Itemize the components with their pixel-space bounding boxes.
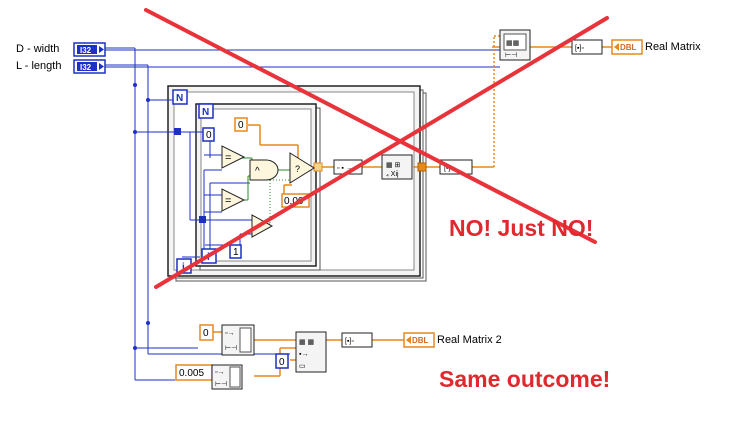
svg-text:0: 0 — [238, 120, 244, 131]
reshape-node[interactable]: ▦ ⊞ ₄ Xij — [381, 154, 413, 180]
svg-text:N: N — [176, 93, 183, 104]
same-outcome-annotation: Same outcome! — [439, 366, 611, 392]
matrix-convert-node[interactable]: [▪]▫ — [571, 39, 603, 55]
svg-text:▫ ▪ →: ▫ ▪ → — [337, 165, 353, 172]
select-node[interactable]: ? — [289, 152, 315, 184]
svg-text:▫→: ▫→ — [225, 330, 234, 337]
svg-text:⊢⊣: ⊢⊣ — [225, 345, 237, 352]
svg-text:=: = — [225, 152, 231, 164]
and-node[interactable]: ^ — [249, 159, 279, 181]
svg-text:0: 0 — [206, 130, 212, 141]
svg-text:▦▦: ▦▦ — [506, 40, 519, 47]
equal-node[interactable]: = — [221, 188, 246, 212]
svg-text:▦ ▦: ▦ ▦ — [299, 339, 314, 346]
svg-text:▦ ⊞: ▦ ⊞ — [386, 162, 401, 169]
wire-junctions — [133, 83, 150, 350]
matrix-convert-node[interactable]: ▦▦ ⊢⊣ — [499, 29, 531, 61]
dbl-constant-zero[interactable]: 0 — [234, 117, 248, 132]
red-cross-mark — [144, 8, 609, 289]
svg-text:⊢⊣: ⊢⊣ — [215, 381, 227, 388]
i32-type-label: I32 — [80, 63, 92, 72]
width-control-label: D - width — [16, 43, 60, 55]
svg-text:₄ Xij: ₄ Xij — [386, 171, 399, 178]
svg-text:▭: ▭ — [299, 363, 306, 370]
matrix-indicator-terminal[interactable]: DBL — [611, 39, 643, 55]
svg-text:[▪]▫: [▪]▫ — [345, 338, 354, 345]
initialize-array-node[interactable]: ▫→ ⊢⊣ — [221, 324, 255, 356]
dbl-array-wire — [493, 35, 500, 167]
matrix-indicator-label: Real Matrix — [645, 41, 701, 53]
svg-text:▫→: ▫→ — [215, 369, 224, 376]
dbl-type-label: DBL — [412, 336, 429, 345]
inner-for-loop[interactable] — [195, 103, 321, 271]
svg-text:0: 0 — [203, 328, 209, 339]
svg-text:[▪]▫: [▪]▫ — [575, 45, 584, 52]
int-wires — [105, 47, 500, 381]
matrix2-indicator-terminal[interactable]: DBL — [403, 332, 435, 348]
svg-text:=: = — [225, 195, 231, 207]
outer-count-terminal[interactable]: N — [172, 89, 188, 105]
svg-text:0: 0 — [279, 357, 285, 368]
equal-node[interactable]: = — [221, 145, 246, 169]
inner-count-terminal[interactable]: N — [198, 103, 214, 119]
width-control-terminal[interactable]: I32 — [73, 42, 106, 57]
svg-text:▪→: ▪→ — [299, 351, 308, 358]
init-constant-zero[interactable]: 0 — [199, 324, 214, 341]
length-control-terminal[interactable]: I32 — [73, 59, 106, 74]
initialize-array-node[interactable]: ▫→ ⊢⊣ — [211, 364, 243, 390]
i32-type-label: I32 — [80, 46, 92, 55]
loop-tunnel — [199, 216, 206, 223]
svg-text:?: ? — [295, 164, 300, 174]
svg-text:i: i — [182, 262, 185, 273]
svg-text:N: N — [202, 107, 209, 118]
svg-text:^: ^ — [255, 166, 260, 177]
loop-tunnel — [417, 162, 427, 172]
index-constant-zero[interactable]: 0 — [275, 353, 289, 369]
svg-text:⊢⊣: ⊢⊣ — [505, 52, 517, 59]
svg-text:0.00: 0.00 — [284, 196, 304, 207]
length-control-label: L - length — [16, 60, 62, 72]
svg-text:1: 1 — [233, 247, 239, 258]
init-constant-value[interactable]: 0.005 — [175, 364, 213, 381]
replace-subset-node[interactable]: ▦ ▦ ▪→ ▭ — [295, 331, 327, 373]
int-constant-zero[interactable]: 0 — [202, 127, 215, 142]
svg-text:0.005: 0.005 — [179, 368, 204, 379]
loop-tunnel — [313, 162, 323, 172]
matrix2-indicator-label: Real Matrix 2 — [437, 334, 502, 346]
threshold-constant[interactable]: 0.00 — [281, 193, 310, 208]
no-annotation: NO! Just NO! — [449, 215, 594, 241]
dbl-type-label: DBL — [620, 43, 637, 52]
int-constant-one[interactable]: 1 — [229, 244, 242, 259]
matrix-convert-node[interactable]: [▪]▫ — [341, 332, 373, 348]
loop-tunnel — [174, 128, 181, 135]
